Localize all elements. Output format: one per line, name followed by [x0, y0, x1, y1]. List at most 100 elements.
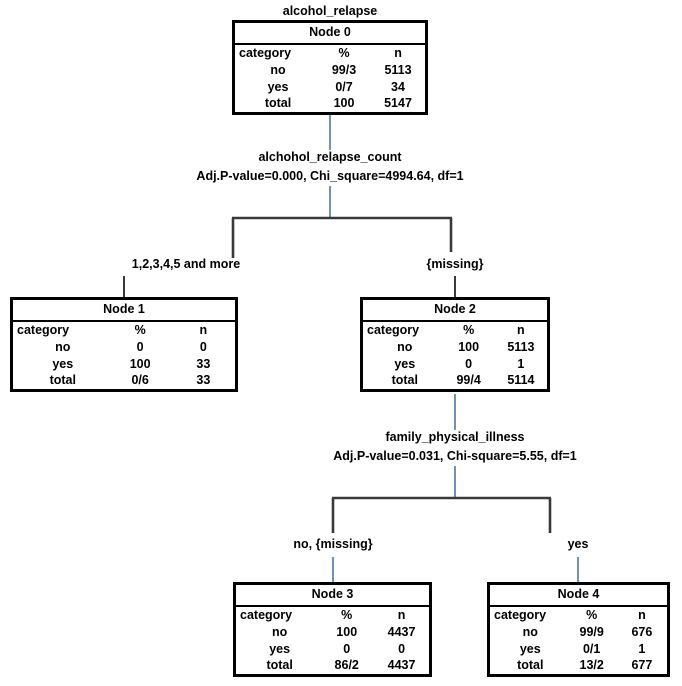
cell-percent: 99/3	[331, 62, 357, 77]
node-title-node0: Node 0	[235, 23, 425, 46]
table-row: no 100 4437	[236, 624, 429, 641]
table-row: no 0 0	[13, 339, 235, 356]
cell-n: 34	[391, 79, 405, 94]
cell-n: 1	[517, 356, 525, 371]
cell-percent: 99/9	[579, 624, 604, 639]
cell-n: 676	[631, 624, 653, 639]
split-variable-label-split1: alchohol_relapse_count	[258, 150, 402, 164]
cell-category: yes	[519, 641, 541, 656]
cell-n: 33	[196, 373, 211, 388]
cell-percent: 0/7	[335, 79, 353, 94]
header-n: n	[517, 323, 525, 338]
cell-n: 4437	[387, 658, 416, 673]
cell-category: yes	[269, 641, 291, 656]
split-stats-label-split2: Adj.P-value=0.031, Chi-square=5.55, df=1	[333, 449, 577, 463]
table-header-row: category % n	[235, 45, 425, 62]
table-row: total 0/6 33	[13, 372, 235, 389]
cell-category: no	[397, 339, 413, 354]
cell-n: 0	[398, 641, 406, 656]
header-category: category	[240, 608, 293, 623]
node-box-node0[interactable]: Node 0 category % n no 99/3 5113 yes 0/7…	[232, 20, 428, 116]
header-category: category	[17, 323, 70, 338]
cell-percent: 13/2	[579, 658, 604, 673]
table-row: yes 0 0	[236, 641, 429, 658]
cell-percent: 86/2	[334, 658, 359, 673]
cell-category: no	[522, 624, 538, 639]
root-variable-label: alcohol_relapse	[282, 4, 378, 18]
cell-percent: 0	[343, 641, 351, 656]
header-percent: %	[338, 46, 350, 61]
table-row: no 99/9 676	[490, 624, 667, 641]
header-category: category	[494, 608, 547, 623]
cell-percent: 0	[465, 356, 473, 371]
cell-n: 5114	[507, 373, 535, 388]
cell-category: total	[517, 658, 544, 673]
table-row: total 86/2 4437	[236, 657, 429, 674]
header-category: category	[367, 323, 420, 338]
node-title-node4: Node 4	[490, 585, 667, 608]
node-table-node3: category % n no 100 4437 yes 0 0 total 8…	[236, 607, 429, 674]
cell-category: yes	[267, 79, 289, 94]
cell-percent: 0/6	[131, 373, 149, 388]
branch-label-split2-left: no, {missing}	[293, 537, 373, 551]
branch-label-split1-right: {missing}	[426, 257, 484, 271]
node-box-node3[interactable]: Node 3 category % n no 100 4437 yes 0 0	[233, 582, 432, 678]
table-row: total 13/2 677	[490, 657, 667, 674]
table-row: total 99/4 5114	[363, 372, 547, 389]
table-row: yes 100 33	[13, 356, 235, 373]
split-variable-label-split2: family_physical_illness	[385, 430, 525, 444]
table-row: no 100 5113	[363, 339, 547, 356]
cell-percent: 0/1	[582, 641, 601, 656]
table-header-row: category % n	[363, 322, 547, 339]
cell-n: 4437	[387, 624, 416, 639]
header-n: n	[394, 46, 402, 61]
header-percent: %	[341, 608, 353, 623]
cell-n: 677	[631, 658, 653, 673]
cell-n: 1	[638, 641, 646, 656]
header-n: n	[397, 608, 406, 623]
cell-percent: 100	[458, 339, 480, 354]
table-row: no 99/3 5113	[235, 62, 425, 79]
cell-percent: 100	[333, 96, 355, 111]
cell-percent: 99/4	[456, 373, 481, 388]
cell-category: total	[49, 373, 76, 388]
node-title-node3: Node 3	[236, 585, 429, 608]
node-table-node0: category % n no 99/3 5113 yes 0/7 34 tot…	[235, 45, 425, 112]
cell-category: no	[55, 339, 71, 354]
table-header-row: category % n	[236, 607, 429, 624]
cell-category: no	[272, 624, 288, 639]
header-percent: %	[134, 323, 146, 338]
cell-category: total	[266, 658, 293, 673]
node-title-node2: Node 2	[363, 300, 547, 323]
cell-percent: 0	[136, 339, 144, 354]
branch-label-split1-left: 1,2,3,4,5 and more	[131, 257, 241, 271]
table-row: yes 0/7 34	[235, 79, 425, 96]
cell-n: 5147	[384, 96, 412, 111]
header-percent: %	[586, 608, 598, 623]
branch-label-split2-right: yes	[567, 537, 589, 551]
cell-n: 33	[196, 356, 211, 371]
cell-category: total	[264, 96, 292, 111]
split-stats-label-split1: Adj.P-value=0.000, Chi_square=4994.64, d…	[196, 169, 464, 183]
table-row: yes 0 1	[363, 356, 547, 373]
cell-category: no	[270, 62, 286, 77]
table-header-row: category % n	[490, 607, 667, 624]
node-box-node2[interactable]: Node 2 category % n no 100 5113 yes 0 1	[360, 297, 550, 393]
node-box-node4[interactable]: Node 4 category % n no 99/9 676 yes 0/1 …	[487, 582, 670, 678]
header-percent: %	[463, 323, 475, 338]
cell-n: 5113	[384, 62, 412, 77]
node-table-node2: category % n no 100 5113 yes 0 1 total 9…	[363, 322, 547, 389]
header-n: n	[638, 608, 646, 623]
cell-percent: 100	[336, 624, 358, 639]
cell-n: 5113	[507, 339, 535, 354]
cell-n: 0	[199, 339, 207, 354]
cell-percent: 100	[129, 356, 151, 371]
cell-category: yes	[52, 356, 74, 371]
node-table-node4: category % n no 99/9 676 yes 0/1 1 total…	[490, 607, 667, 674]
header-category: category	[239, 46, 292, 61]
cell-category: yes	[394, 356, 416, 371]
node-box-node1[interactable]: Node 1 category % n no 0 0 yes 100 33	[10, 297, 238, 393]
cell-category: total	[391, 373, 418, 388]
